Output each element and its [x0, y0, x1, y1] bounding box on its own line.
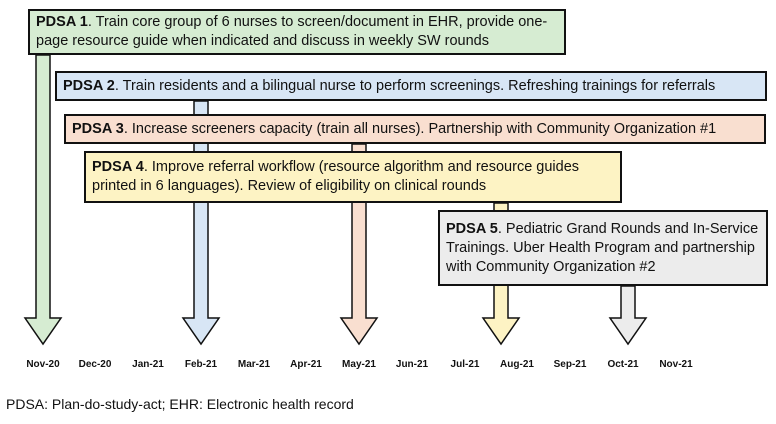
pdsa-5-arrow: [608, 285, 648, 346]
pdsa-3-description: PDSA 3. Increase screeners capacity (tra…: [72, 120, 716, 139]
pdsa-3-box: PDSA 3. Increase screeners capacity (tra…: [64, 114, 766, 144]
month-label: Nov-21: [659, 359, 693, 370]
pdsa-4-box: PDSA 4. Improve referral workflow (resou…: [84, 151, 622, 203]
pdsa-1-arrow: [23, 54, 63, 346]
pdsa-4-description: PDSA 4. Improve referral workflow (resou…: [92, 158, 614, 196]
pdsa-1-text: . Train core group of 6 nurses to screen…: [36, 14, 548, 49]
pdsa-2-box: PDSA 2. Train residents and a bilingual …: [55, 71, 767, 101]
pdsa-2-text: . Train residents and a bilingual nurse …: [114, 77, 716, 94]
month-label: Jul-21: [450, 359, 480, 370]
pdsa-5-box: PDSA 5. Pediatric Grand Rounds and In-Se…: [438, 210, 768, 286]
pdsa-4-text: . Improve referral workflow (resource al…: [92, 159, 580, 194]
month-label: Feb-21: [184, 359, 218, 370]
pdsa-5-description: PDSA 5. Pediatric Grand Rounds and In-Se…: [446, 220, 760, 277]
month-label: Aug-21: [500, 359, 534, 370]
month-label: Oct-21: [607, 359, 639, 370]
pdsa-4-label: PDSA 4: [92, 159, 144, 175]
pdsa-3-text: . Increase screeners capacity (train all…: [123, 120, 717, 137]
month-label: Mar-21: [237, 359, 271, 370]
pdsa-2-description: PDSA 2. Train residents and a bilingual …: [63, 77, 715, 96]
pdsa-1-box: PDSA 1. Train core group of 6 nurses to …: [28, 9, 566, 55]
pdsa-5-label: PDSA 5: [446, 220, 498, 237]
pdsa-1-label: PDSA 1: [36, 14, 88, 30]
month-label: Jun-21: [395, 359, 429, 370]
month-label: Apr-21: [290, 359, 322, 370]
pdsa-2-label: PDSA 2: [63, 77, 115, 94]
month-label: Nov-20: [26, 359, 60, 370]
pdsa-5-text: . Pediatric Grand Rounds and In-Service …: [446, 220, 759, 275]
month-label: Dec-20: [78, 359, 112, 370]
footnote: PDSA: Plan-do-study-act; EHR: Electronic…: [6, 396, 354, 412]
month-label: Sep-21: [553, 359, 587, 370]
pdsa-1-description: PDSA 1. Train core group of 6 nurses to …: [36, 13, 558, 51]
month-label: May-21: [342, 359, 376, 370]
pdsa-3-label: PDSA 3: [72, 120, 124, 137]
month-label: Jan-21: [132, 359, 164, 370]
